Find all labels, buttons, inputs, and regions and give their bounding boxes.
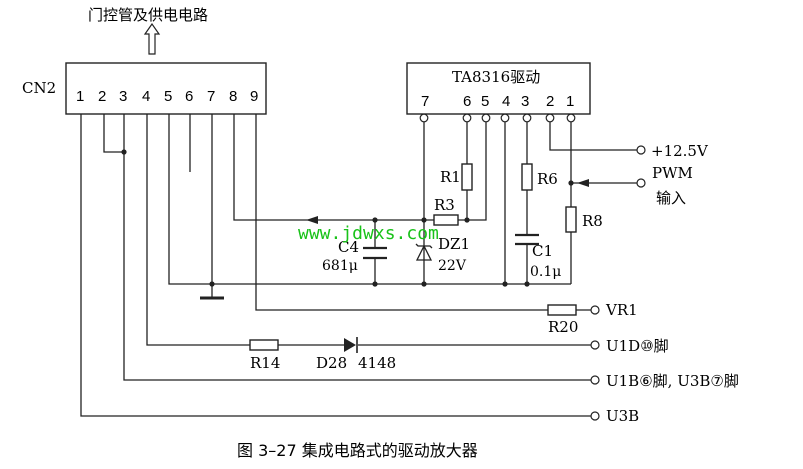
cn2-wiring	[80, 114, 591, 417]
ic-pin-circle	[481, 113, 491, 123]
ic-pin-circle	[419, 113, 429, 123]
signal-arrow-icon	[306, 216, 318, 224]
ic-pin-label: 6	[463, 93, 471, 110]
ic-pin-circle	[462, 113, 472, 123]
label-dz1: DZ1	[438, 235, 470, 253]
connector-pin-labels: 1 2 3 4 5 6 7 8 9	[76, 88, 258, 105]
resistor-r1	[461, 163, 473, 191]
junction-dot	[464, 217, 470, 223]
ic-pin-circle	[545, 113, 555, 123]
label-r8: R8	[582, 212, 603, 230]
label-supply: +12.5V	[651, 142, 709, 160]
diode-d28	[344, 337, 358, 353]
ic-wiring	[318, 119, 637, 284]
cn2-pin-label: 8	[229, 88, 237, 105]
wire-pin5-ground	[168, 114, 571, 285]
cn2-pin-label: 9	[250, 88, 258, 105]
ic-ta8316-box	[406, 62, 591, 115]
zener-diode-dz1	[415, 243, 433, 261]
header-label: 门控管及供电电路	[88, 6, 208, 24]
ic-pin-labels: 7 6 5 4 3 2 1	[421, 93, 574, 110]
junction-dot	[568, 180, 574, 186]
terminal-u1d	[590, 340, 600, 350]
label-u3b: U3B	[606, 407, 639, 425]
ic-name: TA8316驱动	[452, 68, 540, 86]
cn2-pin-label: 1	[76, 88, 84, 105]
resistor-r14	[249, 339, 279, 351]
ic-pin-label: 2	[546, 93, 554, 110]
terminals	[590, 145, 646, 421]
label-u1b: U1B⑥脚, U3B⑦脚	[606, 372, 739, 390]
label-c4-value: 681μ	[322, 258, 358, 274]
resistor-r20	[547, 304, 577, 316]
resistor-r3	[433, 214, 459, 226]
cn2-pin-label: 3	[119, 88, 127, 105]
junction-dot	[502, 281, 508, 287]
terminal-supply	[636, 145, 646, 155]
wire-pin2	[103, 114, 124, 153]
junction-dot	[524, 281, 530, 287]
up-arrow-icon	[143, 22, 161, 55]
capacitor-c1	[515, 233, 539, 246]
figure-caption: 图 3–27 集成电路式的驱动放大器	[237, 441, 478, 460]
junction-dot	[421, 281, 427, 287]
wire-pin4-u1d	[146, 114, 250, 346]
label-c1: C1	[532, 242, 553, 260]
ic-pin-circle	[566, 113, 576, 123]
label-d28-value: 4148	[358, 354, 396, 372]
label-r6: R6	[537, 170, 558, 188]
junction-dot	[421, 217, 427, 223]
terminal-u1b	[590, 375, 600, 385]
resistor-r8	[565, 206, 577, 233]
ic-pin-circle	[522, 113, 532, 123]
connector-name: CN2	[22, 79, 56, 97]
ic-pin-circles	[419, 113, 576, 123]
cn2-pin-label: 4	[142, 88, 150, 105]
label-dz1-value: 22V	[438, 258, 467, 274]
cn2-pin-label: 6	[185, 88, 193, 105]
junction-dots	[209, 180, 574, 287]
junction-dot	[372, 217, 378, 223]
ic-pin-label: 1	[566, 93, 574, 110]
label-pwm-input: 输入	[656, 189, 686, 207]
terminal-u3b	[590, 411, 600, 421]
pwm-arrow-icon	[577, 179, 589, 187]
label-vr1: VR1	[605, 301, 638, 319]
label-d28: D28	[316, 354, 347, 372]
wire-pin9-vr1	[255, 114, 591, 311]
cn2-pin-label: 7	[207, 88, 215, 105]
junction-dot	[209, 281, 215, 287]
junction-dot	[121, 149, 127, 155]
label-r3: R3	[434, 196, 455, 214]
cn2-pin-label: 5	[164, 88, 172, 105]
ic-pin-label: 5	[481, 93, 489, 110]
connector-cn2-box	[65, 62, 267, 115]
wire-pin1-u3b	[80, 114, 591, 417]
junction-dot	[372, 281, 378, 287]
terminal-vr1	[590, 305, 600, 315]
capacitor-c4	[363, 246, 387, 260]
cn2-pin-label: 2	[98, 88, 106, 105]
ic-pin-label: 7	[421, 93, 429, 110]
terminal-pwm	[636, 178, 646, 188]
label-u1d: U1D⑩脚	[606, 337, 669, 355]
label-r1: R1	[440, 168, 461, 186]
ic-pin-label: 4	[502, 93, 510, 110]
label-r14: R14	[250, 354, 280, 372]
wire-pin3-u1b	[123, 114, 591, 381]
ic-pin-circle	[500, 113, 510, 123]
ic-pin-label: 3	[521, 93, 529, 110]
wire-icpin2-supply	[549, 119, 637, 151]
wire-pin8-drive	[233, 114, 310, 221]
label-r20: R20	[548, 318, 578, 336]
label-pwm: PWM	[652, 164, 693, 182]
resistor-r6	[521, 163, 533, 191]
label-c1-value: 0.1μ	[530, 264, 561, 280]
label-c4: C4	[338, 238, 359, 256]
watermark: www.jdwxs.com	[298, 223, 439, 244]
